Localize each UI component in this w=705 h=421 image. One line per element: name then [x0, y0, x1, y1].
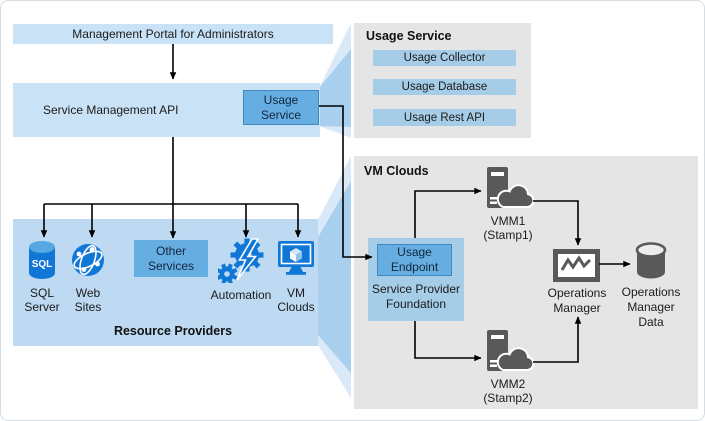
usage-collector-box: Usage Collector: [373, 50, 516, 66]
vm-clouds-icon: [278, 241, 314, 275]
vmm1-name: VMM1: [490, 214, 526, 228]
vmm2-icon: [487, 330, 535, 371]
vmm2-name: VMM2: [490, 377, 526, 391]
vmm2-stamp: (Stamp2): [483, 391, 533, 405]
automation-label: Automation: [210, 288, 272, 302]
web-sites-icon: [72, 244, 104, 276]
vmm2-label: VMM2 (Stamp2): [473, 377, 543, 405]
operations-manager-data-label: Operations Manager Data: [621, 285, 681, 329]
usage-service-box: Usage Service: [243, 90, 319, 125]
vm-clouds-beam-inner: [318, 181, 351, 373]
vmm1-icon: [487, 167, 535, 208]
service-management-api-label: Service Management API: [43, 103, 179, 117]
operations-manager-icon: [553, 249, 600, 282]
branch-line-api-to-providers: [44, 137, 298, 205]
usage-service-beam-inner: [319, 49, 351, 127]
vmm1-label: VMM1 (Stamp1): [473, 214, 543, 242]
management-portal-label: Management Portal for Administrators: [72, 27, 274, 41]
sql-server-label: SQL Server: [24, 286, 60, 314]
other-services-box: Other Services: [134, 240, 208, 277]
usage-rest-api-box: Usage Rest API: [373, 109, 516, 126]
usage-database-box: Usage Database: [373, 79, 516, 95]
web-sites-label: Web Sites: [74, 286, 102, 314]
sql-icon-text: SQL: [32, 259, 53, 270]
automation-icon: [218, 238, 264, 283]
vmm1-stamp: (Stamp1): [483, 228, 533, 242]
lightning-bolt-icon: [236, 238, 260, 281]
vm-clouds-label: VM Clouds: [277, 286, 315, 314]
sql-server-icon: SQL: [29, 241, 55, 279]
usage-endpoint-box: Usage Endpoint: [377, 244, 452, 276]
operations-manager-data-icon: [635, 242, 667, 279]
vm-clouds-panel-title: VM Clouds: [364, 164, 429, 178]
service-provider-foundation-label: Service Provider Foundation: [371, 282, 461, 311]
resource-providers-title: Resource Providers: [113, 324, 233, 338]
vm-clouds-beam-outer: [318, 156, 351, 398]
usage-service-panel-title: Usage Service: [366, 29, 452, 43]
management-portal-box: Management Portal for Administrators: [13, 24, 333, 44]
operations-manager-label: Operations Manager: [547, 286, 607, 315]
